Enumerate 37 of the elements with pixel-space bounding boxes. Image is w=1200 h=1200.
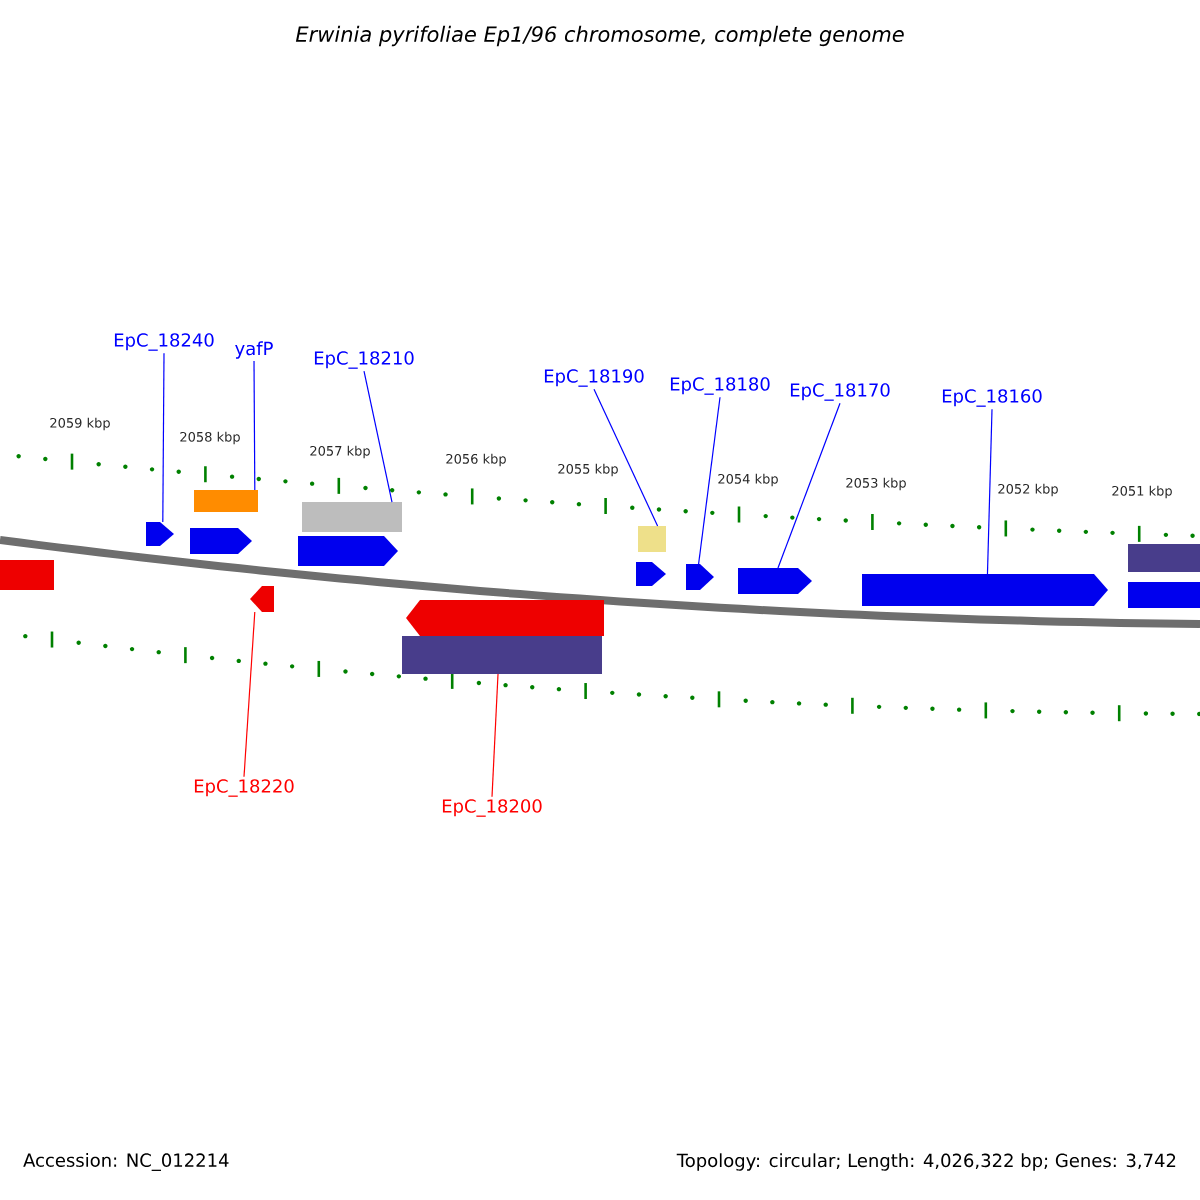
gene-block [738, 568, 812, 594]
gene-block [686, 564, 714, 590]
title: Erwinia pyrifoliae Ep1/96 chromosome, complete genome [295, 25, 904, 47]
gene-bar [1128, 582, 1200, 608]
leader-line [491, 673, 499, 798]
gene-block [190, 528, 252, 554]
gene-label: EpC_18190 [544, 369, 644, 387]
leader-line [986, 408, 993, 575]
footer-text: Topology: circular; Length: 4,026,322 bp; Genes: 3,742 [676, 1153, 1176, 1171]
gene-bar [0, 560, 54, 590]
gene-block [298, 536, 398, 566]
leader-line [253, 360, 256, 491]
gene-bar [1128, 544, 1200, 572]
gene-block [250, 586, 274, 612]
leader-line [777, 402, 841, 569]
gene-label: yafP [235, 341, 273, 359]
leader-line [698, 396, 721, 565]
gene-bar [638, 526, 666, 552]
gene-bar [302, 502, 402, 532]
leader-line [162, 352, 165, 523]
gene-bar [402, 636, 602, 674]
gene-bar [194, 490, 258, 512]
gene-label: EpC_18180 [670, 377, 770, 395]
gene-label: EpC_18200 [442, 799, 542, 817]
gene-label: EpC_18170 [790, 383, 890, 401]
gene-label: EpC_18240 [114, 333, 214, 351]
gene-block [862, 574, 1108, 606]
gene-label: EpC_18220 [194, 779, 294, 797]
gene-block [146, 522, 174, 546]
leader-line [243, 611, 256, 778]
gene-block [406, 600, 604, 636]
gene-block [636, 562, 666, 586]
leader-line [593, 388, 659, 527]
footer-text: Accession: NC_012214 [23, 1153, 229, 1171]
leader-line [363, 370, 393, 503]
gene-label: EpC_18160 [942, 389, 1042, 407]
gene-label: EpC_18210 [314, 351, 414, 369]
